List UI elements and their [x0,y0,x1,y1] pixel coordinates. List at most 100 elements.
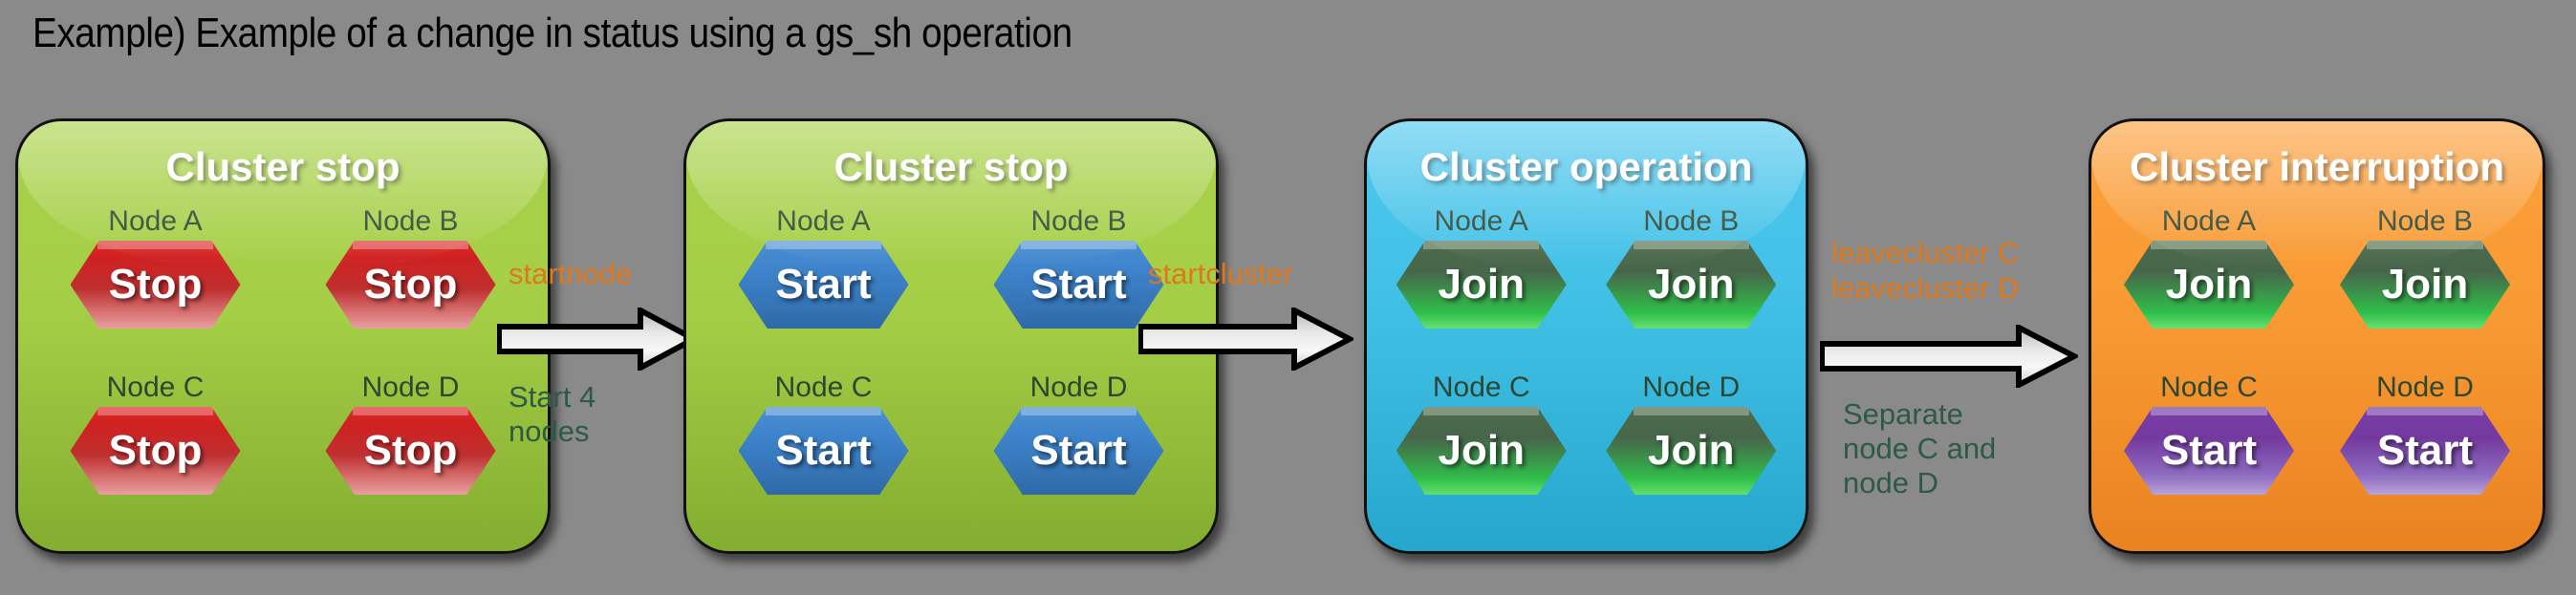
node-cell-1-c: Node C Stop [32,372,279,534]
transition-note-3-line3: node D [1843,466,1938,499]
status-hex-join[interactable]: Join [1606,241,1777,329]
status-hex-stop[interactable]: Stop [325,241,496,329]
cluster-stage-1: Cluster stop Node A Stop Node B Stop Nod… [15,118,551,554]
page-title: Example) Example of a change in status u… [32,10,1072,56]
node-cell-3-c: Node C Join [1380,372,1583,534]
transition-command-3-line2: leavecluster D [1831,271,2020,305]
node-cell-3-d: Node D Join [1591,372,1793,534]
status-hex-join[interactable]: Join [1396,407,1567,495]
node-cell-3-b: Node B Join [1591,205,1793,368]
arrow-right-icon-1 [497,308,698,371]
node-cell-1-b: Node B Stop [287,205,534,368]
hex-bevel [1633,241,1749,249]
status-text: Start [775,427,872,474]
cluster-stage-2: Cluster stop Node A Start Node B Start N… [683,118,1219,554]
node-label: Node C [2160,372,2258,403]
hex-bevel [1423,407,1540,415]
hex-bevel [2367,407,2483,415]
node-label: Node B [1643,205,1740,237]
node-cell-1-a: Node A Stop [32,205,279,368]
hex-bevel [1423,241,1540,249]
status-hex-start[interactable]: Start [738,241,909,329]
hex-bevel [97,407,214,415]
arrow-right-icon-2 [1138,308,1353,371]
node-label: Node D [361,372,460,403]
transition-note-1-line2: nodes [509,414,590,448]
transition-1: startnode Start 4 nodes [497,258,707,497]
cluster-stage-4: Cluster interruption Node A Join Node B … [2089,118,2545,554]
status-text: Stop [108,261,203,308]
hex-bevel [1633,407,1749,415]
node-label: Node A [776,205,871,237]
status-hex-stop[interactable]: Stop [325,407,496,495]
transition-command-2: startcluster [1148,257,1293,290]
status-hex-start[interactable]: Start [993,407,1164,495]
hex-bevel [765,241,882,249]
status-text: Start [2376,427,2474,474]
node-label: Node B [1030,205,1127,237]
node-cell-4-d: Node D Start [2321,372,2529,534]
status-hex-start[interactable]: Start [738,407,909,495]
node-grid-1: Node A Stop Node B Stop Node C Stop Node… [32,205,534,534]
stage-title-2: Cluster stop [833,144,1069,189]
status-text: Join [1438,427,1525,474]
node-cell-3-a: Node A Join [1380,205,1583,368]
node-cell-2-c: Node C Start [700,372,947,534]
stage-title-4: Cluster interruption [2129,144,2504,189]
status-hex-stop[interactable]: Stop [70,407,241,495]
node-cell-4-c: Node C Start [2105,372,2313,534]
status-hex-start[interactable]: Start [993,241,1164,329]
status-text: Join [2381,261,2469,308]
node-label: Node A [2161,205,2257,237]
transition-note-3-line1: Separate [1843,397,1963,431]
transition-2: startcluster [1138,257,1362,449]
node-cell-1-d: Node D Stop [287,372,534,534]
status-hex-start[interactable]: Start [2340,407,2510,495]
node-label: Node D [2376,372,2474,403]
status-text: Join [1648,427,1735,474]
node-label: Node C [106,372,205,403]
status-hex-start[interactable]: Start [2124,407,2294,495]
status-text: Stop [108,427,203,474]
hex-bevel [2151,407,2267,415]
transition-note-1-line1: Start 4 [509,380,596,414]
node-label: Node D [1642,372,1741,403]
status-text: Start [775,261,872,308]
hex-bevel [2367,241,2483,249]
status-text: Join [1648,261,1735,308]
status-hex-join[interactable]: Join [1396,241,1567,329]
cluster-stage-3: Cluster operation Node A Join Node B Joi… [1364,118,1808,554]
status-text: Join [1438,261,1525,308]
node-cell-4-b: Node B Join [2321,205,2529,368]
transition-3: leavecluster C leavecluster D Separate n… [1820,236,2078,552]
status-text: Start [1030,261,1127,308]
status-text: Join [2165,261,2253,308]
node-grid-3: Node A Join Node B Join Node C Join Node… [1380,205,1792,534]
arrow-right-icon-3 [1820,325,2078,388]
stage-title-1: Cluster stop [165,144,400,189]
hex-bevel [1020,407,1137,415]
node-cell-2-b: Node B Start [955,205,1202,368]
node-grid-2: Node A Start Node B Start Node C Start N… [700,205,1202,534]
status-hex-join[interactable]: Join [2340,241,2510,329]
hex-bevel [352,241,469,249]
status-text: Stop [363,427,458,474]
status-hex-stop[interactable]: Stop [70,241,241,329]
status-hex-join[interactable]: Join [2124,241,2294,329]
node-grid-4: Node A Join Node B Join Node C Start Nod… [2105,205,2529,534]
hex-bevel [352,407,469,415]
status-text: Start [2160,427,2258,474]
transition-command-1: startnode [509,257,633,290]
node-label: Node B [362,205,459,237]
hex-bevel [97,241,214,249]
node-label: Node C [774,372,873,403]
hex-bevel [2151,241,2267,249]
node-label: Node C [1432,372,1530,403]
status-hex-join[interactable]: Join [1606,407,1777,495]
status-text: Stop [363,261,458,308]
transition-command-3-line1: leavecluster C [1831,236,2020,269]
node-label: Node A [1434,205,1528,237]
node-cell-2-a: Node A Start [700,205,947,368]
node-label: Node D [1029,372,1128,403]
transition-note-3-line2: node C and [1843,432,1997,465]
